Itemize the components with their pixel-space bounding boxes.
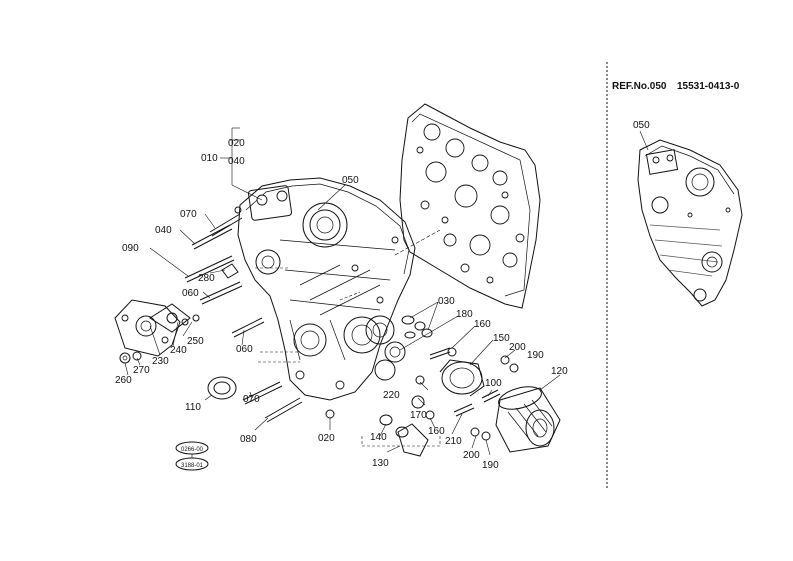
callout-170: 170 (410, 410, 427, 421)
oil-seal (207, 376, 237, 400)
callout-240: 240 (170, 345, 187, 356)
o-rings (365, 315, 433, 363)
applicability-stamps: 0266-00 3188-01 (175, 441, 209, 471)
callout-070-b: 070 (243, 394, 260, 405)
callout-190-a: 190 (527, 350, 544, 361)
leader-lines (124, 127, 561, 456)
detail-view: 050 (633, 120, 743, 307)
callout-labels: 020 040 010 050 070 040 090 280 060 250 … (115, 138, 568, 471)
callout-250: 250 (187, 336, 204, 347)
callout-210: 210 (445, 436, 462, 447)
callout-070-a: 070 (180, 209, 197, 220)
callout-020-top: 020 (228, 138, 245, 149)
callout-200-b: 200 (463, 450, 480, 461)
engine-block-plate (399, 103, 541, 309)
oil-filter (495, 386, 561, 453)
stamp-top: 0266-00 (181, 447, 204, 453)
callout-140: 140 (370, 432, 387, 443)
callout-160-a: 160 (474, 319, 491, 330)
gear-case-cover (237, 177, 416, 401)
callout-090: 090 (122, 243, 139, 254)
ref-number: REF.No.050 (612, 81, 667, 92)
callout-080: 080 (240, 434, 257, 445)
callout-050: 050 (342, 175, 359, 186)
callout-150: 150 (493, 333, 510, 344)
callout-190-b: 190 (482, 460, 499, 471)
callout-060-b: 060 (236, 344, 253, 355)
callout-060-a: 060 (182, 288, 199, 299)
callout-100: 100 (485, 378, 502, 389)
part-code: 15531-0413-0 (677, 81, 740, 92)
callout-270: 270 (133, 365, 150, 376)
callout-180: 180 (456, 309, 473, 320)
callout-030: 030 (438, 296, 455, 307)
callout-040-top: 040 (228, 156, 245, 167)
callout-120: 120 (551, 366, 568, 377)
filter-bracket (411, 347, 519, 441)
callout-280: 280 (198, 273, 215, 284)
callout-220: 220 (383, 390, 400, 401)
bolts (184, 206, 335, 423)
callout-020-b: 020 (318, 433, 335, 444)
callout-040-b: 040 (155, 225, 172, 236)
callout-010: 010 (201, 153, 218, 164)
callout-200-a: 200 (509, 342, 526, 353)
callout-260: 260 (115, 375, 132, 386)
callout-160-b: 160 (428, 426, 445, 437)
relief-valve (379, 414, 429, 457)
detail-label: 050 (633, 120, 650, 131)
stamp-bottom: 3188-01 (181, 463, 204, 469)
callout-230: 230 (152, 356, 169, 367)
callout-130: 130 (372, 458, 389, 469)
reference-header: REF.No.050 15531-0413-0 (612, 81, 740, 92)
callout-110: 110 (185, 402, 201, 413)
